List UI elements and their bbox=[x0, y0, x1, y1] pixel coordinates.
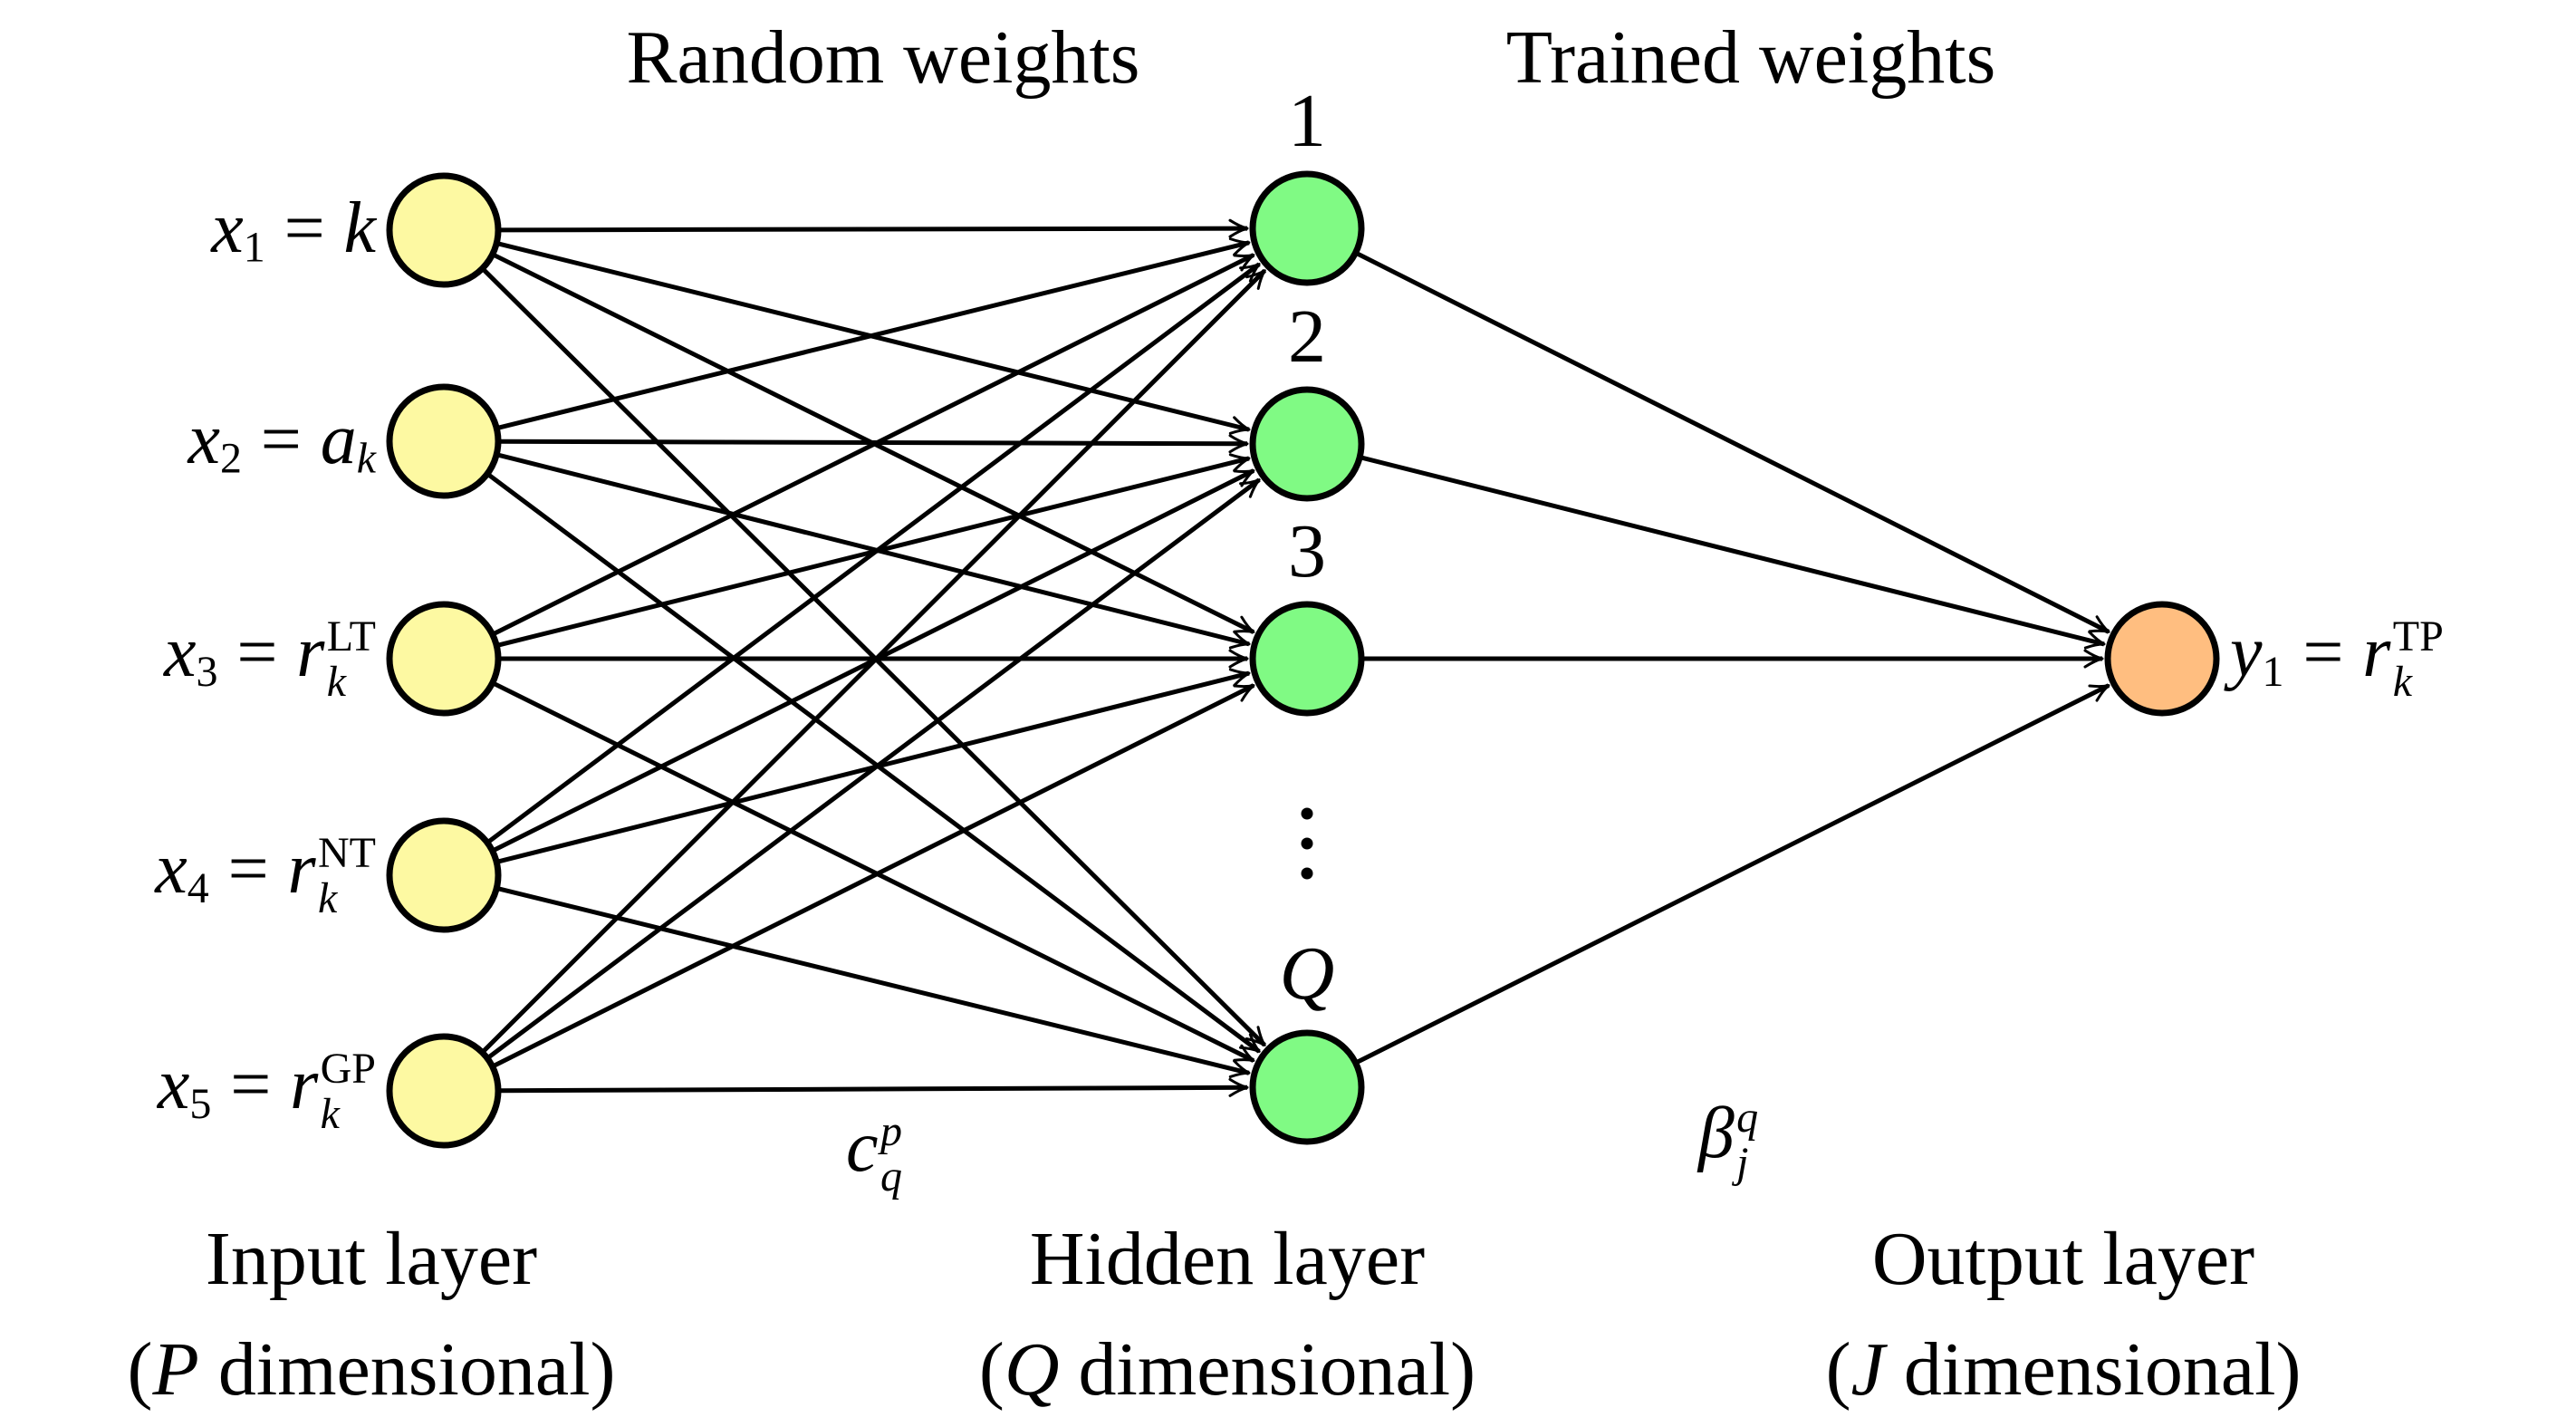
hidden-node-h1 bbox=[1249, 170, 1365, 286]
caption-input-dim: (P dimensional) bbox=[127, 1326, 616, 1412]
hidden-label-1: 1 bbox=[1288, 78, 1326, 163]
edge-hQ-o1 bbox=[1356, 683, 2110, 1065]
edge-i3-hQ bbox=[493, 681, 1255, 1063]
input-node-i1 bbox=[386, 172, 502, 288]
hidden-label-Q: Q bbox=[1279, 930, 1335, 1016]
edge-i5-h2 bbox=[487, 477, 1261, 1059]
input-node-i5 bbox=[386, 1033, 502, 1149]
hidden-label-2: 2 bbox=[1288, 294, 1326, 379]
caption-hidden-layer: Hidden layer bbox=[1029, 1216, 1426, 1301]
edge-i2-hQ bbox=[487, 473, 1261, 1054]
input-node-i2 bbox=[386, 383, 502, 499]
output-node-o1 bbox=[2104, 601, 2220, 717]
edge-i5-h3 bbox=[493, 683, 1255, 1068]
input-node-i4 bbox=[386, 817, 502, 933]
edge-i4-h1 bbox=[487, 262, 1261, 844]
caption-input-layer: Input layer bbox=[205, 1216, 538, 1301]
ellipsis-dot-2 bbox=[1301, 837, 1313, 850]
hidden-node-hQ bbox=[1249, 1029, 1365, 1145]
edge-i4-hQ bbox=[497, 886, 1251, 1078]
edge-i3-h1 bbox=[493, 253, 1255, 636]
hidden-node-h3 bbox=[1249, 601, 1365, 717]
title-trained-weights: Trained weights bbox=[1505, 14, 1996, 100]
input-label-x1: x1=k bbox=[211, 188, 376, 272]
caption-output-dim: (J dimensional) bbox=[1825, 1326, 2302, 1412]
caption-output-layer: Output layer bbox=[1871, 1216, 2255, 1301]
input-label-x2: x2=ak bbox=[187, 399, 376, 483]
edge-i5-h1 bbox=[482, 268, 1267, 1053]
edge-i5-hQ bbox=[499, 1077, 1249, 1097]
edge-i2-h1 bbox=[497, 237, 1251, 430]
edge-h1-o1 bbox=[1356, 251, 2110, 634]
caption-hidden-dim: (Q dimensional) bbox=[978, 1326, 1476, 1412]
ellipsis-dot-3 bbox=[1301, 867, 1313, 880]
edge-i1-h1 bbox=[499, 218, 1249, 238]
hidden-label-3: 3 bbox=[1288, 508, 1326, 593]
ellipsis-dot-1 bbox=[1301, 807, 1313, 820]
title-random-weights: Random weights bbox=[626, 14, 1140, 100]
input-node-i3 bbox=[386, 601, 502, 717]
edge-h2-o1 bbox=[1360, 455, 2106, 650]
hidden-node-h2 bbox=[1249, 386, 1365, 502]
